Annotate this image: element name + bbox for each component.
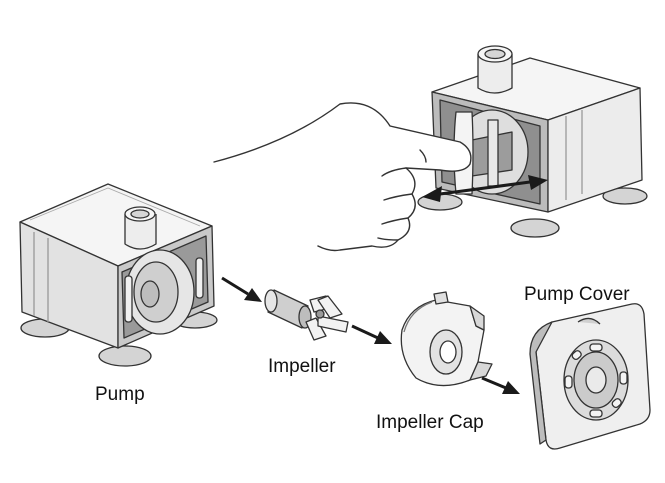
assembly-arrows <box>221 276 520 394</box>
pump-foot <box>98 345 152 367</box>
pump-label: Pump <box>95 384 145 405</box>
arrow-cap-to-cover <box>481 376 507 390</box>
pump-foot <box>510 218 560 238</box>
impeller-cap-label: Impeller Cap <box>376 412 484 433</box>
pointing-hand-icon <box>213 102 472 252</box>
pump-cover-illustration <box>529 303 651 450</box>
impeller-label: Impeller <box>268 356 336 377</box>
pump-cover-label: Pump Cover <box>524 284 630 305</box>
arrow-pump-to-impeller <box>221 276 249 296</box>
double-arrow-icon <box>422 175 548 202</box>
pump-illustration <box>19 183 218 367</box>
pump-foot <box>602 187 648 205</box>
arrow-impeller-to-cap <box>351 324 379 340</box>
impeller-illustration <box>264 289 349 341</box>
pump-top-view-illustration <box>417 45 648 238</box>
impeller-cap-illustration <box>400 291 493 387</box>
